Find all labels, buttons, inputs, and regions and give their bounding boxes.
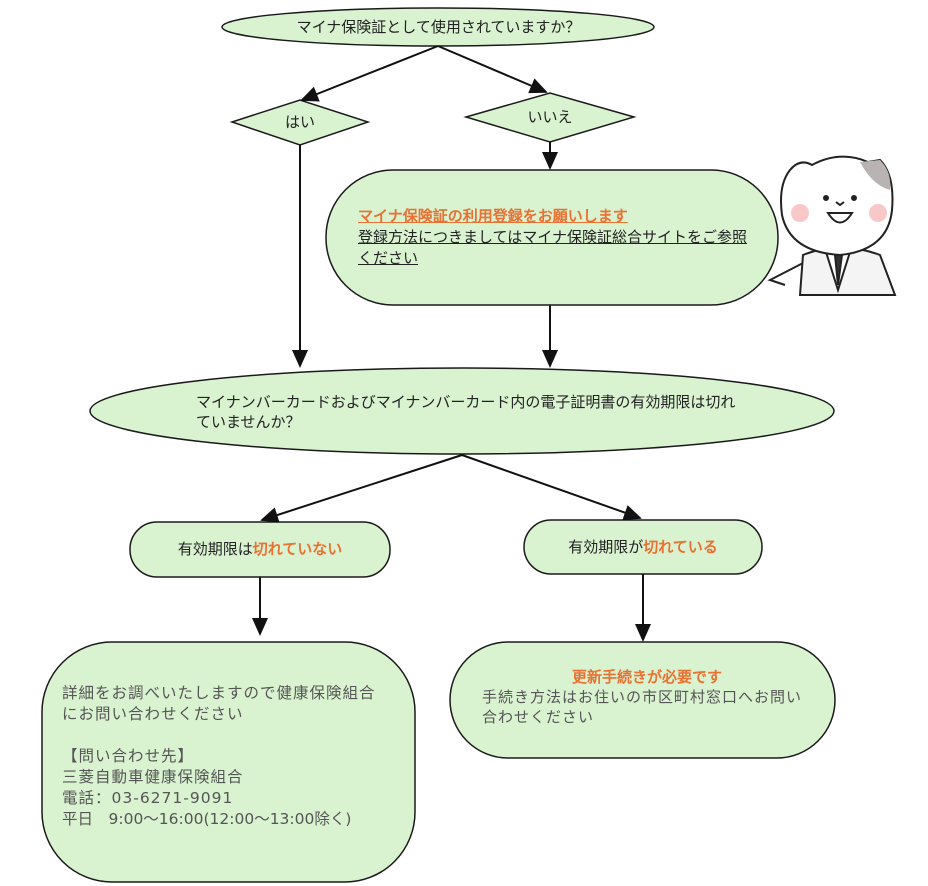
expired-prefix: 有効期限が (568, 538, 644, 556)
question-2-shape (89, 367, 835, 455)
renew-body: 手続き方法はお住いの市区町村窓口へお問い合わせください (482, 688, 803, 726)
contact-phone: 電話：03-6271-9091 (62, 789, 234, 807)
arrow (260, 454, 463, 523)
not-expired-emphasis: 切れていない (252, 540, 343, 558)
no-diamond (463, 92, 637, 143)
yes-diamond (229, 99, 371, 146)
arrow (437, 45, 548, 94)
question-1-text: マイナ保険証として使用されていますか？ (296, 18, 581, 36)
contact-organization: 三菱自動車健康保険組合 (62, 768, 244, 786)
contact-message: 詳細をお調べいたしますので健康保険組合にお問い合わせください (62, 684, 376, 723)
renew-text: 更新手続きが必要です 手続き方法はお住いの市区町村窓口へお問い合わせください (482, 667, 812, 727)
contact-hours: 平日 9:00～16:00(12:00～13:00除く) (62, 810, 352, 828)
renew-box (449, 641, 836, 759)
renew-title: 更新手続きが必要です (571, 668, 722, 686)
not-expired-text: 有効期限は切れていない (130, 539, 390, 559)
question-2-text: マイナンバーカードおよびマイナンバーカード内の電子証明書の有効期限は切れていませ… (196, 393, 736, 431)
cat-mascot-illustration (767, 155, 897, 296)
no-label: いいえ (527, 108, 573, 126)
expired-text: 有効期限が切れている (524, 537, 762, 557)
yes-label: はい (284, 113, 315, 131)
contact-heading: 【問い合わせ先】 (62, 747, 195, 765)
arrow (461, 454, 642, 521)
arrow (300, 45, 439, 102)
register-site-link[interactable]: 登録方法につきましてはマイナ保険証総合サイトをご参照ください (358, 228, 747, 267)
register-box (325, 169, 779, 306)
not-expired-prefix: 有効期限は (177, 540, 253, 558)
contact-text: 詳細をお調べいたしますので健康保険組合にお問い合わせください 【問い合わせ先】 … (62, 683, 382, 830)
register-title-link[interactable]: マイナ保険証の利用登録をお願いします (358, 207, 628, 225)
contact-box (41, 641, 416, 883)
expired-emphasis: 切れている (643, 538, 718, 556)
